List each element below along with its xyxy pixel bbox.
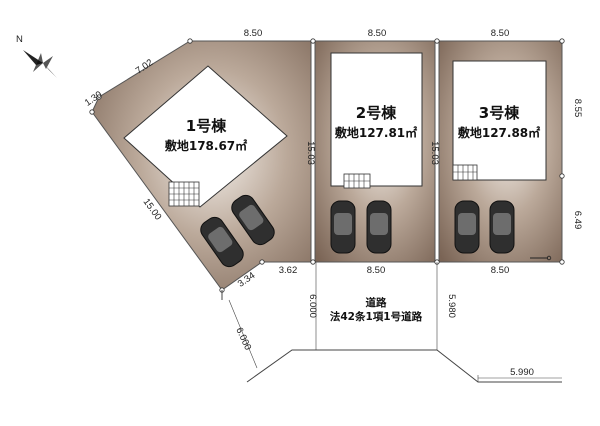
- house-2-footprint: [330, 52, 423, 187]
- road-law-label: 法42条1項1号道路: [330, 310, 423, 323]
- boundary-marker-icon: [530, 255, 552, 261]
- house-1-area: 敷地178.67㎡: [165, 138, 247, 153]
- house-3-name: 3号棟: [479, 104, 520, 122]
- car-icon: [454, 200, 480, 254]
- dim-top-lot3: 8.50: [491, 28, 510, 39]
- dim-road-width-mid: 5.980: [446, 294, 457, 318]
- dim-road-width-diag: 6.000: [233, 326, 253, 352]
- car-icon: [231, 194, 275, 246]
- car-icon: [489, 200, 515, 254]
- dim-bottom-lot2: 8.50: [367, 265, 386, 276]
- car-icon: [200, 216, 244, 268]
- deck-1-icon: [168, 181, 200, 207]
- dim-road-width-left: 6.000: [307, 294, 318, 318]
- car-icon: [330, 200, 356, 254]
- deck-3-icon: [452, 164, 478, 181]
- dim-road-width-right: 5.990: [510, 367, 534, 378]
- dim-top-lot2: 8.50: [368, 28, 387, 39]
- dim-bottom-lot1: 3.62: [279, 265, 298, 276]
- dim-right-lower: 6.49: [572, 211, 583, 230]
- car-icon: [366, 200, 392, 254]
- road-outline: [221, 262, 562, 383]
- deck-2-icon: [343, 173, 371, 189]
- house-3-footprint: [452, 60, 547, 181]
- house-2-name: 2号棟: [356, 104, 397, 122]
- corner-markers: [89, 38, 565, 293]
- north-label: N: [16, 34, 23, 45]
- dim-divider-2-3: 15.03: [429, 141, 440, 165]
- dim-top-lot1: 8.50: [244, 28, 263, 39]
- dim-divider-1-2: 15.03: [305, 141, 316, 165]
- house-3-area: 敷地127.88㎡: [458, 125, 540, 140]
- house-2-area: 敷地127.81㎡: [335, 125, 417, 140]
- dim-right-upper: 8.55: [572, 99, 583, 118]
- north-compass-icon: N: [16, 34, 57, 78]
- dim-bottom-lot3: 8.50: [491, 265, 510, 276]
- road-name: 道路: [366, 296, 387, 309]
- house-1-name: 1号棟: [186, 117, 227, 135]
